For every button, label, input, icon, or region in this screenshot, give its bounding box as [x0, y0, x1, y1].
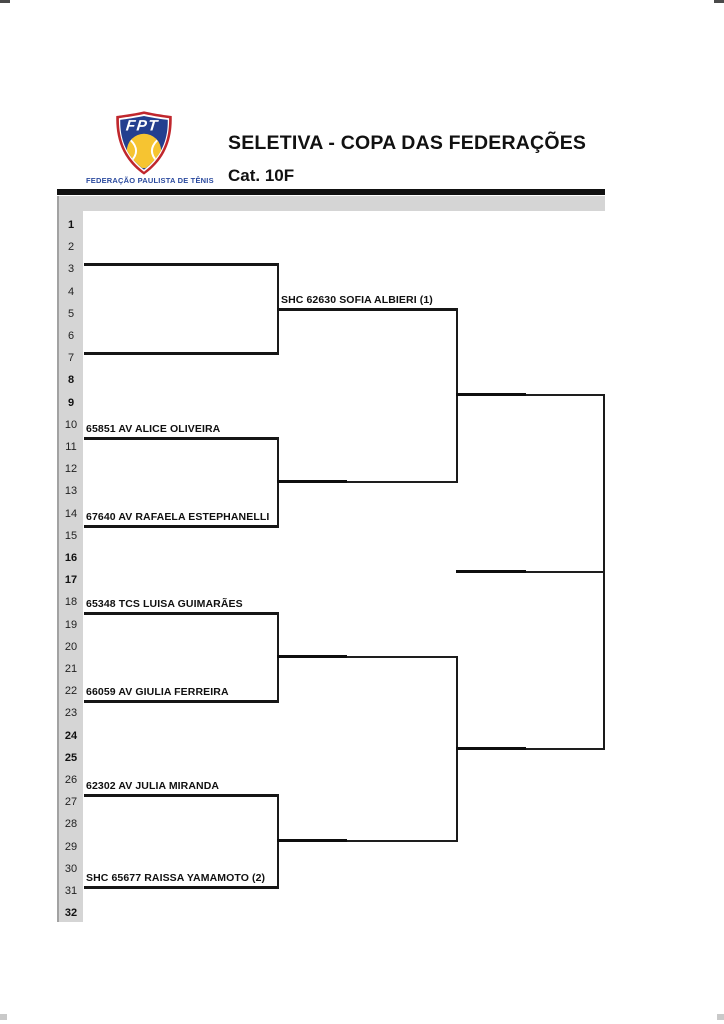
- row-number: 12: [64, 463, 78, 476]
- header-rule: [57, 189, 605, 195]
- bracket-line: [84, 525, 278, 528]
- winner-line: [277, 655, 458, 658]
- row-number: 2: [67, 241, 75, 254]
- player-label: 67640 AV RAFAELA ESTEPHANELLI: [86, 511, 270, 523]
- semifinal-line: [456, 393, 605, 396]
- row-number: 22: [64, 685, 78, 698]
- semifinal-line: [456, 747, 605, 750]
- row-number: 16: [64, 552, 78, 564]
- row-number: 29: [64, 840, 78, 853]
- row-number: 32: [64, 907, 78, 920]
- player-label: 62302 AV JULIA MIRANDA: [86, 780, 220, 792]
- bracket-line: [84, 263, 278, 266]
- bracket-line: [84, 886, 278, 889]
- player-label: 65348 TCS LUISA GUIMARÃES: [86, 598, 243, 610]
- row-number: 5: [67, 307, 75, 320]
- row-number: 23: [64, 707, 78, 720]
- row-number: 21: [64, 663, 78, 675]
- bracket-line: [84, 612, 278, 615]
- row-number: 19: [64, 618, 78, 631]
- row-number: 1: [67, 219, 75, 231]
- row-number: 8: [67, 374, 75, 387]
- page-title: SELETIVA - COPA DAS FEDERAÇÕES: [228, 132, 587, 154]
- bracket-line: [84, 352, 278, 355]
- bracket-line: [84, 794, 278, 797]
- svg-text:FPT: FPT: [125, 117, 160, 134]
- row-number: 17: [64, 574, 78, 587]
- player-label: 66059 AV GIULIA FERREIRA: [86, 686, 229, 698]
- row-number: 28: [64, 818, 78, 831]
- winner-line: [277, 308, 458, 311]
- bracket-line: [84, 700, 278, 703]
- row-number: 24: [64, 729, 78, 742]
- row-number: 14: [64, 507, 78, 520]
- player-label: SHC 62630 SOFIA ALBIERI (1): [281, 294, 433, 306]
- bracket-line: [84, 437, 278, 440]
- federation-name: FEDERAÇÃO PAULISTA DE TÊNIS: [86, 176, 214, 185]
- row-number: 26: [64, 774, 78, 786]
- row-number: 18: [64, 596, 78, 609]
- fpt-logo: FPT FEDERAÇÃO PAULISTA DE TÊNIS: [86, 108, 214, 190]
- row-number: 11: [65, 441, 77, 453]
- row-number: 25: [64, 751, 78, 764]
- row-number: 20: [64, 640, 78, 653]
- corner-mark: [0, 0, 10, 3]
- row-number: 27: [64, 796, 78, 809]
- row-number: 15: [64, 529, 78, 542]
- row-number: 7: [67, 352, 75, 365]
- corner-mark: [714, 0, 724, 3]
- row-number: 10: [64, 418, 78, 431]
- bracket-header-band: [57, 196, 605, 211]
- row-number: 6: [67, 330, 75, 342]
- row-number: 3: [67, 263, 75, 276]
- player-label: SHC 65677 RAISSA YAMAMOTO (2): [86, 872, 266, 884]
- row-number: 9: [67, 396, 75, 409]
- player-label: 65851 AV ALICE OLIVEIRA: [86, 423, 221, 435]
- fpt-shield-icon: FPT: [116, 111, 172, 175]
- row-number: 13: [64, 485, 78, 498]
- category-label: Cat. 10F: [228, 166, 295, 185]
- row-number: 30: [64, 862, 78, 875]
- row-number: 31: [64, 885, 78, 897]
- corner-mark: [717, 1014, 724, 1020]
- winner-line: [277, 839, 458, 842]
- row-number: 4: [67, 285, 75, 298]
- winner-line: [277, 480, 458, 483]
- corner-mark: [0, 1014, 7, 1020]
- final-line: [456, 570, 605, 573]
